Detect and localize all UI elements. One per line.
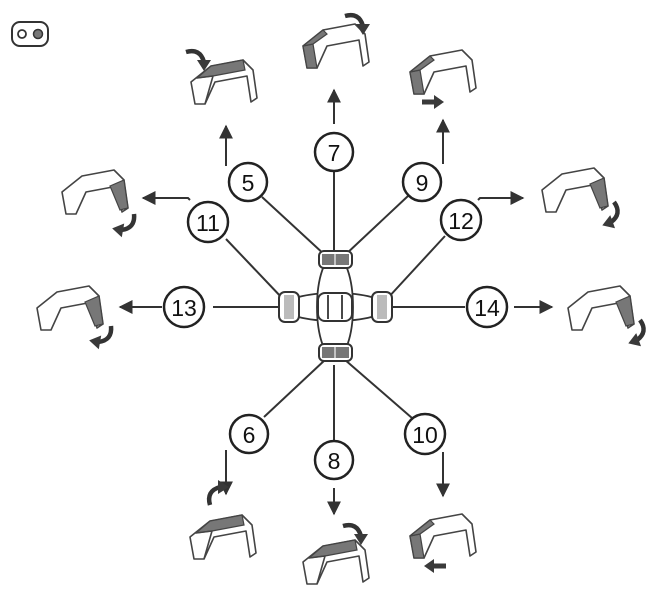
bucket-tilt-icon — [36, 285, 112, 351]
callout-10: 10 — [403, 412, 447, 456]
bucket-dump-icon — [189, 480, 257, 560]
callout-label: 9 — [416, 170, 429, 196]
spoke-6 — [263, 358, 327, 418]
callout-6: 6 — [228, 413, 270, 455]
boom-extend-icon — [409, 49, 477, 109]
spoke-9 — [343, 195, 409, 257]
arrow-11 — [141, 191, 191, 205]
bucket-tilt-icon — [541, 167, 623, 232]
callout-label: 13 — [171, 295, 197, 321]
spoke-5 — [261, 196, 327, 257]
callout-label: 6 — [243, 422, 256, 448]
two-dot-indicator-icon — [11, 21, 49, 47]
callout-14: 14 — [465, 285, 509, 329]
callout-11: 11 — [186, 200, 230, 244]
callout-13: 13 — [162, 285, 206, 329]
callout-12: 12 — [439, 198, 483, 242]
direction-arrows — [118, 88, 554, 516]
callout-9: 9 — [401, 161, 443, 203]
bucket-tilt-icon — [567, 285, 649, 350]
spoke-11 — [225, 238, 285, 301]
callout-8: 8 — [313, 439, 355, 481]
callout-label: 12 — [448, 208, 474, 234]
boom-raise-icon — [302, 15, 370, 69]
spoke-10 — [343, 358, 413, 419]
joystick-hub-icon — [278, 250, 393, 362]
callout-label: 11 — [196, 210, 220, 236]
spokes — [213, 172, 465, 440]
callout-label: 14 — [474, 295, 500, 321]
boom-lower-icon — [302, 525, 369, 585]
callout-7: 7 — [313, 131, 355, 173]
callout-label: 7 — [328, 140, 341, 166]
callout-label: 8 — [328, 448, 341, 474]
boom-retract-icon — [409, 513, 477, 573]
bucket-curl-icon — [186, 51, 258, 105]
arrow-12 — [477, 191, 525, 205]
callout-label: 10 — [412, 422, 438, 448]
bucket-tilt-icon — [61, 169, 135, 239]
spoke-12 — [385, 235, 446, 301]
callout-5: 5 — [227, 161, 269, 203]
callout-label: 5 — [242, 170, 255, 196]
